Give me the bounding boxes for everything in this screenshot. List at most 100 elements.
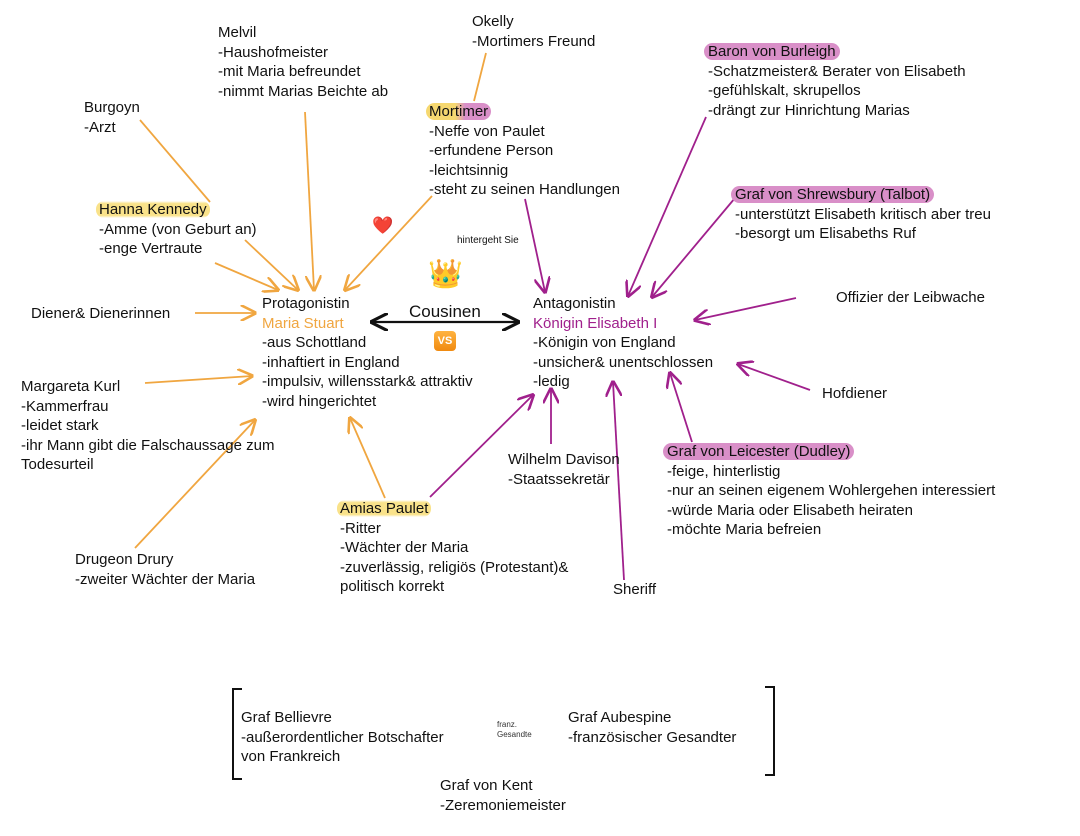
drury-trait: -zweiter Wächter der Maria <box>75 570 256 588</box>
maria-trait: -impulsiv, willensstark& attraktiv <box>262 373 473 390</box>
burleigh-node: Baron von Burleigh -Schatzmeister& Berat… <box>704 42 966 120</box>
okelly-trait: -Mortimers Freund <box>472 32 596 50</box>
bellievre-trait: von Frankreich <box>241 748 341 765</box>
paulet-trait: -Wächter der Maria <box>340 539 469 556</box>
shrewsbury-name: Graf von Shrewsbury (Talbot) <box>731 186 935 203</box>
elisabeth-node: Antagonistin Königin Elisabeth I -Königi… <box>533 294 713 392</box>
bellievre-name: Graf Bellievre <box>241 709 332 726</box>
arrow-paulet-elisabeth <box>429 395 533 498</box>
arrow-mortimer-elisabeth <box>524 198 545 292</box>
elisabeth-trait: -unsicher& unentschlossen <box>533 353 714 371</box>
betrays-label: hintergeht Sie <box>457 235 519 246</box>
burgoyn-name: Burgoyn <box>84 99 140 116</box>
maria-trait: -aus Schottland <box>262 334 367 351</box>
vs-badge: VS <box>434 331 456 351</box>
burgoyn-trait: -Arzt <box>84 118 116 136</box>
melvil-trait: -nimmt Marias Beichte ab <box>218 82 389 100</box>
leicester-trait: -möchte Maria befreien <box>667 521 822 538</box>
left-bracket <box>232 688 242 780</box>
melvil-node: Melvil -Haushofmeister -mit Maria befreu… <box>218 23 388 101</box>
mortimer-trait: -erfundene Person <box>429 142 554 159</box>
arrow-drury-maria <box>134 420 255 549</box>
burleigh-trait: -gefühlskalt, skrupellos <box>708 82 861 99</box>
arrow-kurl-maria <box>144 376 252 383</box>
davison-trait: -Staatssekretär <box>508 470 610 488</box>
drury-name: Drugeon Drury <box>75 551 174 568</box>
offizier-node: Offizier der Leibwache <box>836 289 985 306</box>
bellievre-node: Graf Bellievre -außerordentlicher Botsch… <box>241 708 444 767</box>
elisabeth-name: Königin Elisabeth I <box>533 314 658 332</box>
paulet-node: Amias Paulet -Ritter -Wächter der Maria … <box>337 499 568 597</box>
maria-trait: -inhaftiert in England <box>262 353 400 371</box>
kent-node: Graf von Kent -Zeremoniemeister <box>440 776 566 815</box>
burleigh-trait: -drängt zur Hinrichtung Marias <box>708 101 910 119</box>
arrow-burleigh-elisabeth <box>628 116 707 296</box>
kennedy-node: Hanna Kennedy -Amme (von Geburt an) -eng… <box>96 200 257 259</box>
aubespine-node: Graf Aubespine -französischer Gesandter <box>568 708 736 747</box>
kurl-trait: -ihr Mann gibt die Falschaussage zum <box>21 436 275 454</box>
melvil-name: Melvil <box>218 24 257 41</box>
mortimer-name: Mortimer <box>426 103 492 120</box>
arrow-offizier-elisabeth <box>695 297 797 320</box>
kent-trait: -Zeremoniemeister <box>440 796 566 814</box>
burleigh-name: Baron von Burleigh <box>704 43 840 60</box>
line-burgoyn-kennedy <box>139 119 211 203</box>
paulet-name: Amias Paulet <box>337 500 432 517</box>
franz-gesandte-label: franz. Gesandte <box>497 720 532 740</box>
cousinen-label: Cousinen <box>409 302 481 321</box>
sheriff-node: Sheriff <box>613 581 657 598</box>
kennedy-name: Hanna Kennedy <box>96 201 210 218</box>
okelly-name: Okelly <box>472 13 514 30</box>
mortimer-trait: -steht zu seinen Handlungen <box>429 181 620 198</box>
maria-trait: -wird hingerichtet <box>262 392 377 410</box>
mortimer-trait: -leichtsinnig <box>429 161 509 179</box>
elisabeth-role: Antagonistin <box>533 295 616 312</box>
okelly-node: Okelly -Mortimers Freund <box>472 12 595 51</box>
burleigh-trait: -Schatzmeister& Berater von Elisabeth <box>708 62 966 80</box>
davison-node: Wilhelm Davison -Staatssekretär <box>508 450 620 489</box>
elisabeth-trait: -Königin von England <box>533 334 676 351</box>
diener-node: Diener& Dienerinnen <box>31 305 171 322</box>
arrow-kennedy2-maria <box>244 239 298 290</box>
arrow-mortimer-maria <box>345 195 433 290</box>
burgoyn-node: Burgoyn -Arzt <box>84 98 140 137</box>
leicester-node: Graf von Leicester (Dudley) -feige, hint… <box>663 442 996 540</box>
kennedy-trait: -enge Vertraute <box>99 240 203 257</box>
hofdiener-node: Hofdiener <box>822 385 888 402</box>
drury-node: Drugeon Drury -zweiter Wächter der Maria <box>75 550 255 589</box>
aubespine-name: Graf Aubespine <box>568 709 672 726</box>
kurl-node: Margareta Kurl -Kammerfrau -leidet stark… <box>21 377 274 475</box>
paulet-trait: -Ritter <box>340 519 381 537</box>
melvil-trait: -mit Maria befreundet <box>218 63 361 80</box>
arrow-kennedy-maria <box>214 262 278 290</box>
right-bracket <box>765 686 775 776</box>
leicester-name: Graf von Leicester (Dudley) <box>663 443 855 460</box>
arrow-paulet-maria <box>350 418 386 499</box>
melvil-trait: -Haushofmeister <box>218 43 329 61</box>
leicester-trait: -nur an seinen eigenem Wohlergehen inter… <box>667 482 996 499</box>
maria-name: Maria Stuart <box>262 314 344 332</box>
group-label-line: Gesandte <box>497 730 532 739</box>
crown-icon: 👑 <box>428 258 463 289</box>
shrewsbury-trait: -unterstützt Elisabeth kritisch aber tre… <box>735 205 991 223</box>
line-okelly-mortimer <box>473 52 487 102</box>
kurl-trait: Todesurteil <box>21 456 94 473</box>
arrow-melvil-maria <box>304 111 314 290</box>
heart-icon: ❤️ <box>372 216 394 235</box>
bellievre-trait: -außerordentlicher Botschafter <box>241 728 444 746</box>
arrow-leicester-elisabeth <box>670 373 693 443</box>
arrow-sheriff-elisabeth <box>613 382 625 581</box>
aubespine-trait: -französischer Gesandter <box>568 728 737 746</box>
leicester-trait: -feige, hinterlistig <box>667 462 781 480</box>
group-label-line: franz. <box>497 720 518 729</box>
arrow-hofdiener-elisabeth <box>738 364 811 391</box>
mortimer-trait: -Neffe von Paulet <box>429 122 545 140</box>
kennedy-trait: -Amme (von Geburt an) <box>99 220 257 238</box>
shrewsbury-node: Graf von Shrewsbury (Talbot) -unterstütz… <box>731 185 991 244</box>
mortimer-node: Mortimer -Neffe von Paulet -erfundene Pe… <box>426 102 620 200</box>
leicester-trait: -würde Maria oder Elisabeth heiraten <box>667 501 913 519</box>
maria-stuart-node: Protagonistin Maria Stuart -aus Schottla… <box>262 294 473 411</box>
davison-name: Wilhelm Davison <box>508 451 620 468</box>
maria-role: Protagonistin <box>262 295 350 312</box>
elisabeth-trait: -ledig <box>533 373 570 390</box>
